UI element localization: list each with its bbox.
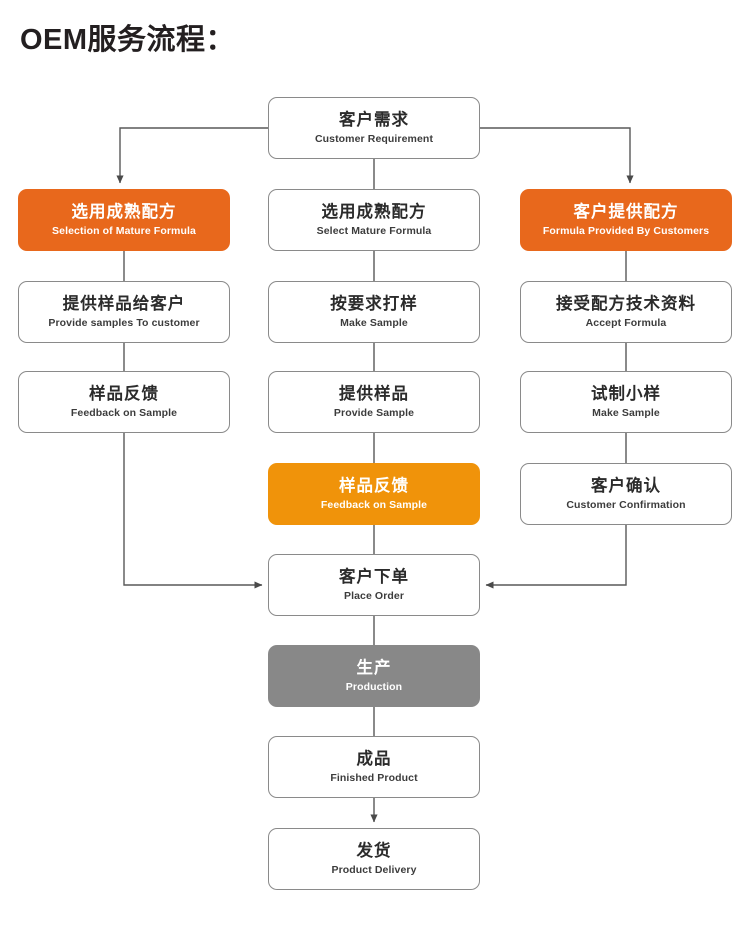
node-label-cn: 选用成熟配方: [321, 202, 427, 221]
node-label-cn: 客户下单: [339, 567, 409, 586]
node-label-en: Product Delivery: [331, 864, 417, 877]
node-selection-mature-formula[interactable]: 选用成熟配方 Selection of Mature Formula: [18, 189, 230, 251]
node-label-en: Selection of Mature Formula: [52, 225, 196, 238]
node-label-en: Accept Formula: [585, 317, 667, 330]
node-feedback-on-sample-left[interactable]: 样品反馈 Feedback on Sample: [18, 371, 230, 433]
node-label-en: Provide samples To customer: [48, 317, 200, 330]
node-label-en: Feedback on Sample: [320, 499, 428, 512]
node-label-cn: 成品: [356, 749, 392, 768]
node-label-cn: 客户需求: [339, 110, 409, 129]
node-product-delivery[interactable]: 发货 Product Delivery: [268, 828, 480, 890]
node-customer-requirement[interactable]: 客户需求 Customer Requirement: [268, 97, 480, 159]
node-provide-samples-to-customer[interactable]: 提供样品给客户 Provide samples To customer: [18, 281, 230, 343]
node-label-en: Provide Sample: [333, 407, 415, 420]
node-label-cn: 客户确认: [591, 476, 661, 495]
node-label-en: Customer Confirmation: [566, 499, 686, 512]
edge-customer-requirement-to-formula-provided-by-customers: [480, 127, 634, 184]
node-label-en: Select Mature Formula: [316, 225, 432, 238]
node-finished-product[interactable]: 成品 Finished Product: [268, 736, 480, 798]
node-provide-sample[interactable]: 提供样品 Provide Sample: [268, 371, 480, 433]
edge-customer-confirmation-to-place-order: [485, 525, 627, 589]
node-place-order[interactable]: 客户下单 Place Order: [268, 554, 480, 616]
node-label-cn: 样品反馈: [339, 476, 409, 495]
node-production[interactable]: 生产 Production: [268, 645, 480, 707]
node-customer-confirmation[interactable]: 客户确认 Customer Confirmation: [520, 463, 732, 525]
node-label-en: Make Sample: [340, 317, 408, 330]
node-label-cn: 选用成熟配方: [71, 202, 177, 221]
node-feedback-on-sample-center[interactable]: 样品反馈 Feedback on Sample: [268, 463, 480, 525]
node-label-en: Formula Provided By Customers: [542, 225, 710, 238]
node-accept-formula[interactable]: 接受配方技术资料 Accept Formula: [520, 281, 732, 343]
node-formula-provided-by-customers[interactable]: 客户提供配方 Formula Provided By Customers: [520, 189, 732, 251]
node-select-mature-formula[interactable]: 选用成熟配方 Select Mature Formula: [268, 189, 480, 251]
node-label-cn: 发货: [356, 841, 392, 860]
node-label-cn: 生产: [356, 658, 392, 677]
node-label-en: Feedback on Sample: [70, 407, 178, 420]
node-label-cn: 接受配方技术资料: [556, 294, 696, 313]
node-label-cn: 按要求打样: [330, 294, 418, 313]
page-title: OEM服务流程：: [20, 24, 236, 56]
edge-customer-requirement-to-selection-mature-formula: [116, 127, 268, 184]
node-label-cn: 客户提供配方: [573, 202, 679, 221]
node-make-sample-right[interactable]: 试制小样 Make Sample: [520, 371, 732, 433]
node-label-cn: 样品反馈: [89, 384, 159, 403]
node-label-en: Finished Product: [330, 772, 418, 785]
edge-feedback-on-sample-left-to-place-order: [123, 433, 263, 589]
node-label-cn: 试制小样: [591, 384, 661, 403]
node-label-en: Place Order: [343, 590, 405, 603]
node-make-sample-center[interactable]: 按要求打样 Make Sample: [268, 281, 480, 343]
node-label-cn: 提供样品: [339, 384, 409, 403]
node-label-en: Make Sample: [592, 407, 660, 420]
node-label-en: Customer Requirement: [314, 133, 434, 146]
node-label-cn: 提供样品给客户: [62, 294, 186, 313]
node-label-en: Production: [345, 681, 403, 694]
